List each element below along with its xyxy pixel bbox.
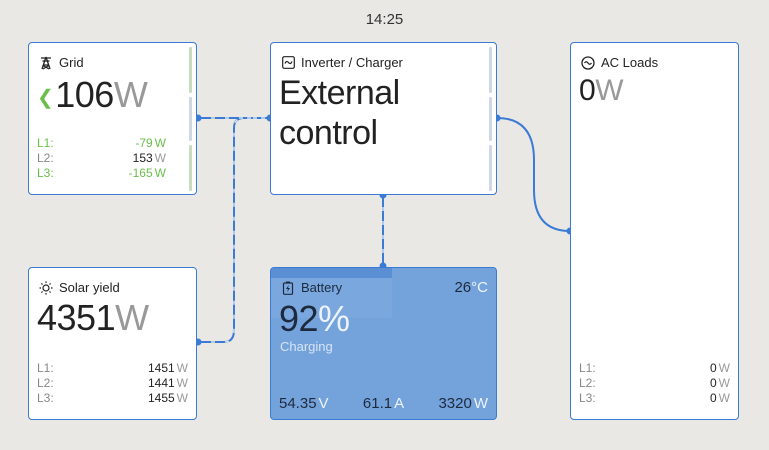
battery-highlight-band [271,278,392,318]
solar-l2-label: L2: [37,376,54,390]
battery-temperature: 26°C [454,279,488,296]
inverter-charger-card[interactable]: Inverter / Charger External control [270,42,497,195]
clock: 14:25 [365,11,404,28]
ac-loads-power: 0W [579,74,624,108]
wire-solar-inverter [197,117,271,343]
battery-state: Charging [280,339,333,354]
grid-power-unit: W [113,74,148,115]
grid-l2-bar [189,97,192,141]
ac-loads-l2-label: L2: [579,376,596,390]
inverter-phase-bars [489,47,492,192]
grid-l2-label: L2: [37,151,54,165]
ac-loads-power-unit: W [595,74,624,107]
ac-loads-title-label: AC Loads [601,55,659,70]
grid-title-label: Grid [59,55,84,70]
grid-l3-label: L3: [37,166,54,180]
battery-soc: 92% [279,298,350,340]
solar-title-label: Solar yield [59,280,120,295]
grid-phase-bars [189,47,192,192]
inverter-mode-line2: control [279,114,378,152]
inverter-mode-line1: External [279,74,400,112]
battery-header-band [271,268,392,278]
battery-soc-unit: % [318,298,350,339]
ac-loads-title: AC Loads [581,55,658,70]
ac-loads-l1-label: L1: [579,361,596,375]
inverter-mode: External control [279,73,400,153]
power-pylon-icon [39,56,53,70]
solar-title: Solar yield [39,280,120,295]
inverter-l2-bar [489,97,492,141]
solar-power: 4351W [37,297,149,339]
arrow-left-icon: ❮ [37,86,54,109]
grid-l1-bar [189,47,192,93]
battery-title: Battery [281,280,342,295]
ac-sine-icon [581,55,595,70]
sun-icon [39,281,53,295]
grid-power: ❮106W [37,74,148,116]
solar-l1-label: L1: [37,361,54,375]
grid-l3-bar [189,145,192,191]
ac-loads-power-value: 0 [579,74,596,107]
inverter-l3-bar [489,145,492,191]
grid-power-value: 106 [55,74,114,115]
solar-l3-label: L3: [37,391,54,405]
ac-loads-l3-label: L3: [579,391,596,405]
wire-inverter-acloads [496,117,571,232]
battery-title-label: Battery [301,280,343,295]
inverter-icon [281,56,295,70]
solar-power-value: 4351 [37,297,116,338]
inverter-l1-bar [489,47,492,93]
grid-l1-label: L1: [37,136,54,150]
inverter-title: Inverter / Charger [281,55,403,70]
battery-charging-icon [281,281,295,295]
grid-title: Grid [39,55,84,70]
inverter-title-label: Inverter / Charger [301,55,403,70]
battery-soc-value: 92 [279,298,319,339]
solar-power-unit: W [115,297,149,338]
